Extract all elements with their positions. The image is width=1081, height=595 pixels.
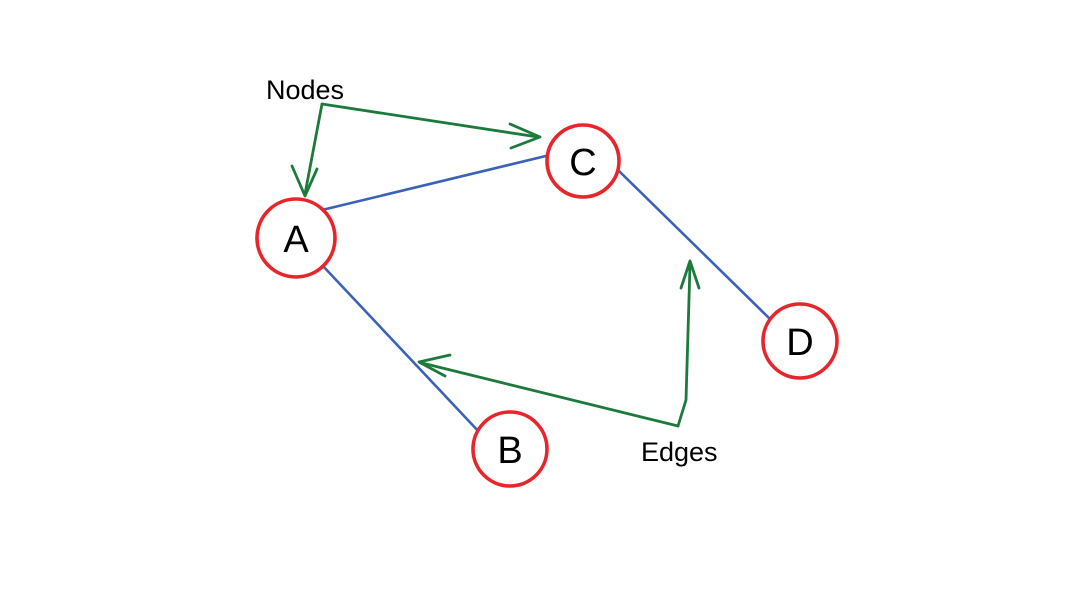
arrow-nodes-to-c xyxy=(320,102,540,139)
edge-c-d[interactable] xyxy=(617,169,771,320)
node-b-label: B xyxy=(497,430,522,472)
annotation-label-group: Nodes Edges xyxy=(266,75,718,467)
node-a-label: A xyxy=(283,219,309,261)
arrow-edges-to-ab xyxy=(420,361,680,428)
node-group: A B C D xyxy=(255,123,839,488)
node-c-circle[interactable] xyxy=(545,123,621,199)
node-d-circle[interactable] xyxy=(761,302,839,380)
arrowhead-edges-to-ab xyxy=(417,353,452,378)
arrowhead-nodes-to-a xyxy=(290,164,319,198)
annotation-edges-arrows xyxy=(417,259,701,428)
node-c[interactable]: C xyxy=(545,123,621,199)
node-b[interactable]: B xyxy=(471,410,549,488)
edge-a-b[interactable] xyxy=(320,263,483,436)
arrowhead-nodes-to-c xyxy=(508,122,542,150)
node-d[interactable]: D xyxy=(761,302,839,380)
node-d-label: D xyxy=(786,322,813,364)
edge-a-c[interactable] xyxy=(320,153,552,212)
arrow-edges-to-cd xyxy=(676,263,692,428)
node-c-label: C xyxy=(569,142,596,184)
arrowhead-edges-to-cd xyxy=(679,259,701,290)
arrow-nodes-to-a xyxy=(303,102,324,196)
node-a[interactable]: A xyxy=(255,197,337,279)
node-b-circle[interactable] xyxy=(471,410,549,488)
edge-group xyxy=(320,153,771,436)
annotation-nodes-arrows xyxy=(290,102,542,198)
annotation-label-edges: Edges xyxy=(641,437,718,467)
annotation-label-nodes: Nodes xyxy=(266,75,344,105)
node-a-circle[interactable] xyxy=(255,197,337,279)
